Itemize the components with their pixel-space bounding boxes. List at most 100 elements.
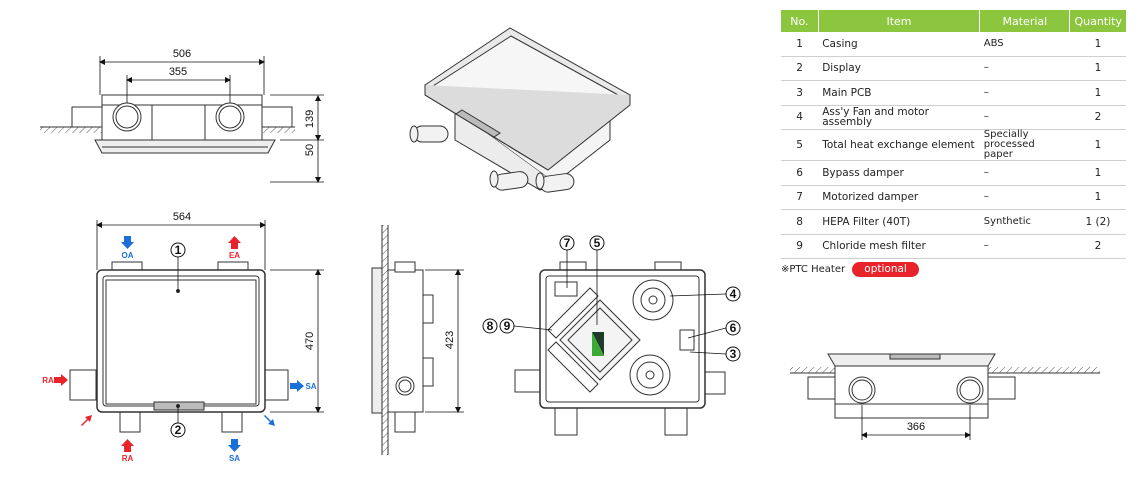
table-row: 3 Main PCB – 1 [781, 80, 1126, 106]
internal-view [514, 261, 726, 436]
table-row: 9 Chloride mesh filter – 2 [781, 234, 1126, 259]
callout-9: 9 [499, 318, 553, 334]
callout-3: 3 [689, 346, 741, 362]
parts-table-header: No. Item Material Quantity [781, 10, 1126, 32]
row-quantity: 1 [1069, 185, 1126, 210]
callout-8: 8 [482, 318, 498, 334]
row-quantity: 1 [1069, 129, 1126, 161]
isometric-view [409, 27, 631, 193]
sa-side-arrow-icon [290, 380, 304, 392]
dim-port-spacing: 355 [169, 66, 187, 78]
table-row: 6 Bypass damper – 1 [781, 160, 1126, 186]
rear-view [790, 353, 1100, 419]
header-quantity: Quantity [1069, 10, 1126, 32]
row-no: 4 [781, 105, 819, 130]
row-material: – [979, 105, 1070, 130]
row-no: 5 [781, 129, 819, 161]
row-item: Chloride mesh filter [818, 234, 980, 259]
svg-text:6: 6 [730, 321, 737, 335]
callout-2: 2 [170, 407, 186, 438]
header-material: Material [979, 10, 1071, 32]
row-material: ABS [979, 32, 1070, 57]
svg-text:8: 8 [487, 319, 494, 333]
ptc-note-text: ※PTC Heater [781, 264, 846, 275]
header-no: No. [781, 10, 819, 32]
ea-arrow-icon [228, 236, 241, 249]
dim-top-width: 564 [173, 211, 191, 223]
dim-front-bottom: 50 [304, 144, 316, 156]
svg-text:2: 2 [175, 423, 182, 437]
callout-1: 1 [170, 242, 186, 290]
dim-front-height: 139 [304, 110, 316, 128]
table-row: 2 Display – 1 [781, 56, 1126, 81]
svg-text:1: 1 [175, 243, 182, 257]
table-row: 1 Casing ABS 1 [781, 32, 1126, 57]
table-row: 4 Ass'y Fan and motor assembly – 2 [781, 105, 1126, 130]
ea-label: EA [229, 251, 240, 260]
optional-badge: optional [852, 262, 919, 277]
top-view [69, 261, 289, 433]
header-item: Item [818, 10, 981, 32]
row-no: 6 [781, 160, 819, 186]
side-dimensions [425, 269, 464, 413]
callout-6: 6 [687, 320, 741, 339]
svg-text:9: 9 [504, 319, 511, 333]
row-no: 3 [781, 80, 819, 106]
sa-bottom-arrow-icon [228, 439, 241, 452]
ra-bottom-arrow-icon [121, 439, 134, 452]
row-quantity: 1 [1069, 56, 1126, 81]
row-quantity: 1 [1069, 80, 1126, 106]
row-item: Main PCB [818, 80, 980, 106]
row-quantity: 2 [1069, 234, 1126, 259]
table-row: 7 Motorized damper – 1 [781, 185, 1126, 210]
row-item: Casing [818, 32, 980, 57]
row-material: – [979, 234, 1070, 259]
table-row: 8 HEPA Filter (40T) Synthetic 1 (2) [781, 209, 1126, 235]
row-item: Motorized damper [818, 185, 980, 210]
callout-4: 4 [669, 286, 741, 302]
logo-icon [592, 332, 604, 356]
sa-side-label: SA [305, 382, 316, 391]
dim-front-width: 506 [173, 48, 191, 60]
row-material: Synthetic [979, 209, 1070, 235]
ptc-heater-note: ※PTC Heater optional [781, 262, 919, 277]
row-quantity: 2 [1069, 105, 1126, 130]
row-item: Bypass damper [818, 160, 980, 186]
ra-bottom-label: RA [122, 454, 134, 463]
ra-diag-arrow-icon [81, 415, 92, 426]
row-no: 8 [781, 209, 819, 235]
svg-text:7: 7 [564, 236, 571, 250]
row-no: 7 [781, 185, 819, 210]
row-no: 2 [781, 56, 819, 81]
ra-side-label: RA [42, 376, 54, 385]
row-item: HEPA Filter (40T) [818, 209, 980, 235]
row-no: 1 [781, 32, 819, 57]
top-dimensions [96, 220, 324, 413]
row-item: Ass'y Fan and motor assembly [818, 105, 980, 130]
row-material: – [979, 56, 1070, 81]
dim-side-height: 423 [444, 331, 456, 349]
rear-dimensions [861, 405, 971, 440]
ra-side-arrow-icon [54, 374, 68, 386]
parts-table: No. Item Material Quantity 1 Casing ABS … [781, 10, 1126, 259]
row-item: Total heat exchange element [818, 129, 980, 161]
row-item: Display [818, 56, 980, 81]
table-row: 5 Total heat exchange element Specially … [781, 129, 1126, 161]
side-view [371, 225, 434, 455]
svg-text:4: 4 [730, 287, 737, 301]
svg-text:5: 5 [594, 236, 601, 250]
row-quantity: 1 (2) [1069, 209, 1126, 235]
row-quantity: 1 [1069, 32, 1126, 57]
row-material: – [979, 160, 1070, 186]
callout-7: 7 [559, 235, 575, 288]
row-material: Specially processed paper [979, 129, 1070, 161]
svg-text:3: 3 [730, 347, 737, 361]
row-quantity: 1 [1069, 160, 1126, 186]
sa-bottom-label: SA [229, 454, 240, 463]
front-view [40, 94, 295, 154]
dim-top-depth: 470 [304, 332, 316, 350]
front-dimensions [99, 56, 324, 183]
row-material: – [979, 80, 1070, 106]
row-material: – [979, 185, 1070, 210]
